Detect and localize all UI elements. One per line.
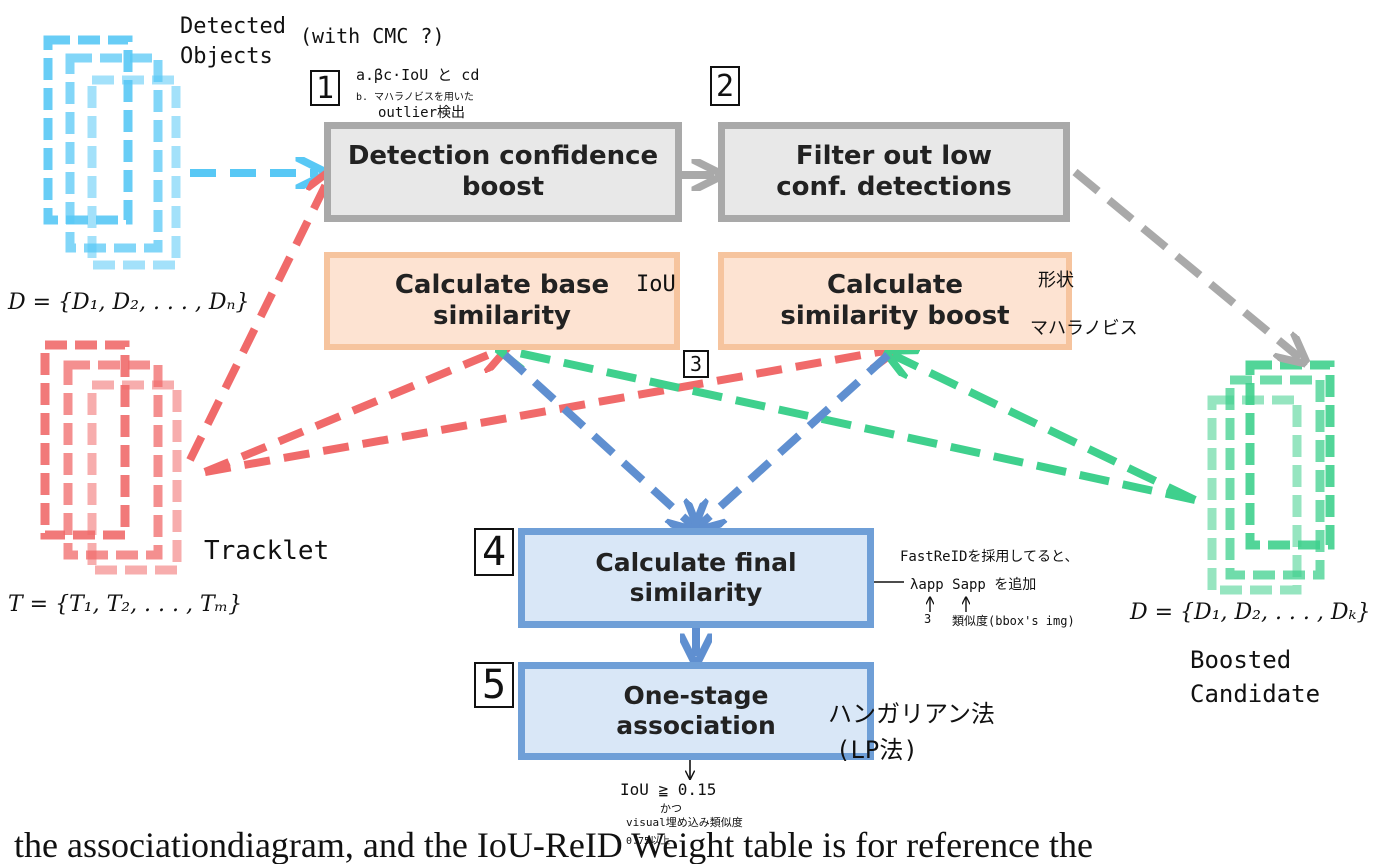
- step-number-1: 1: [310, 70, 340, 106]
- d-set-label: D = {D₁, D₂, . . . , Dₙ}: [8, 290, 250, 315]
- detected-objects-icon: [43, 35, 181, 270]
- note-1b: b. マハラノビスを用いた: [356, 92, 474, 103]
- arrow-boosted-to-base: [505, 350, 1196, 504]
- arrow-tracklet-to-boost: [186, 176, 330, 462]
- note-mahalanobis: マハラノビス: [1030, 318, 1138, 339]
- similarity-boost-box: Calculate similarity boost: [718, 252, 1072, 350]
- arrow-boosted-to-simboost: [893, 355, 1197, 504]
- arrow-simboost-to-final: [700, 352, 891, 525]
- arrow-tracklet-to-simboost: [204, 350, 890, 476]
- tracklet-icon: [40, 340, 182, 575]
- detection-boost-label: Detection confidence boost: [347, 140, 659, 202]
- step-number-4: 4: [474, 528, 514, 576]
- filter-box: Filter out low conf. detections: [718, 122, 1070, 222]
- step-number-2: 2: [710, 66, 740, 106]
- t-set-label: T = {T₁, T₂, . . . , Tₘ}: [8, 592, 243, 617]
- note-hungarian-1: ハンガリアン法: [828, 700, 996, 728]
- filter-label: Filter out low conf. detections: [776, 140, 1012, 202]
- step-number-3: 3: [683, 350, 709, 378]
- arrow-tracklet-to-base: [203, 350, 500, 476]
- note-iou: IoU: [636, 272, 676, 297]
- note-fastreid-3: 3: [924, 612, 932, 626]
- footer-caption: the associationdiagram, and the IoU-ReID…: [14, 825, 1094, 864]
- note-1c: outlier検出: [378, 105, 466, 121]
- one-stage-box: One-stage association: [518, 662, 874, 760]
- note-1a: a.βc·IoU と cd: [356, 66, 480, 84]
- note-threshold-3: visual埋め込み類似度: [626, 816, 743, 829]
- one-stage-label: One-stage association: [616, 681, 776, 740]
- detected-objects-label: Detected Objects: [180, 14, 286, 69]
- with-cmc-label: (with CMC ?): [300, 24, 445, 48]
- note-threshold-4: 0.75以上: [626, 836, 671, 847]
- note-threshold-1: IoU ≧ 0.15: [620, 780, 717, 799]
- base-similarity-box: Calculate base similarity: [324, 252, 680, 350]
- final-similarity-box: Calculate final similarity: [518, 528, 874, 628]
- note-hungarian-2: (LP法): [836, 736, 918, 764]
- boosted-set-label: D = {D₁, D₂, . . . , Dₖ}: [1130, 600, 1371, 625]
- boosted-candidate-label: Boosted Candidate: [1190, 646, 1321, 708]
- step-number-5: 5: [474, 662, 514, 708]
- note-fastreid-2: λapp Sapp を追加: [910, 577, 1037, 593]
- detection-boost-box: Detection confidence boost: [324, 122, 682, 222]
- note-shape: 形状: [1038, 270, 1074, 291]
- note-fastreid-1: FastReIDを採用してると、: [900, 549, 1079, 565]
- final-similarity-label: Calculate final similarity: [595, 548, 797, 607]
- tracklet-label: Tracklet: [204, 536, 330, 566]
- arrow-filter-to-boosted: [1072, 168, 1300, 358]
- boosted-candidate-icon: [1207, 360, 1335, 595]
- note-threshold-2: かつ: [660, 802, 682, 815]
- similarity-boost-label: Calculate similarity boost: [780, 269, 1010, 331]
- arrow-base-to-final: [502, 352, 692, 525]
- note-fastreid-4: 類似度(bbox's img): [952, 614, 1075, 628]
- base-similarity-label: Calculate base similarity: [394, 269, 610, 331]
